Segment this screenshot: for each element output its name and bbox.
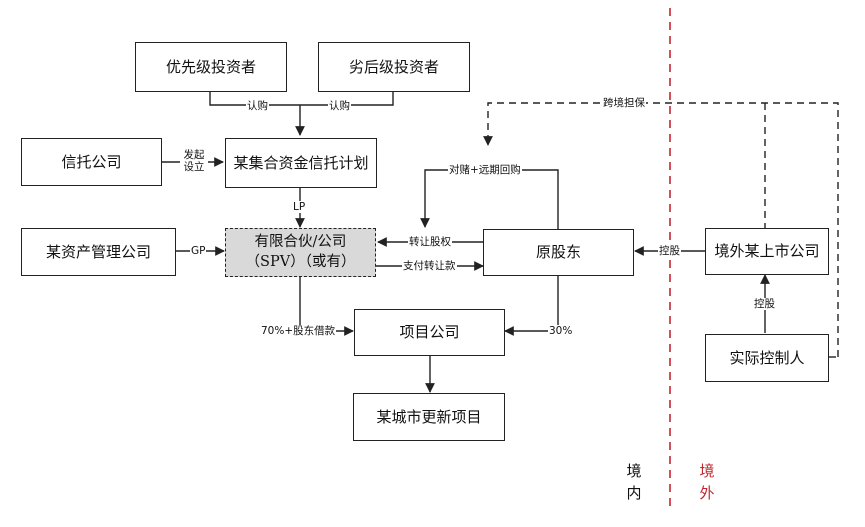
label-pct-30: 30% (548, 325, 574, 337)
node-asset-manager: 某资产管理公司 (21, 228, 176, 276)
region-overseas: 境外 (697, 460, 717, 504)
label-vam-repurchase: 对赌+远期回购 (448, 164, 522, 176)
node-priority-investor: 优先级投资者 (135, 42, 287, 92)
label-loan-70: 70%+股东借款 (260, 325, 337, 337)
region-domestic: 境内 (624, 460, 644, 504)
node-actual-controller: 实际控制人 (705, 334, 829, 382)
label-subscribe-right: 认购 (328, 100, 351, 112)
label-gp: GP (190, 245, 207, 257)
label-lp: LP (292, 201, 307, 213)
node-subordinate-investor: 劣后级投资者 (318, 42, 470, 92)
spv-line-1: 有限合伙/公司 (254, 233, 347, 250)
region-domestic-text: 境内 (626, 462, 642, 502)
edge-priority-investor (209, 92, 300, 106)
label-cross-border-guarantee: 跨境担保 (602, 97, 646, 109)
edge-cross-border-guarantee (483, 102, 839, 357)
node-original-shareholder: 原股东 (483, 229, 634, 276)
label-initiate-setup: 发起设立 (180, 149, 208, 173)
node-trust-company: 信托公司 (21, 138, 162, 186)
node-spv: 有限合伙/公司 （SPV）（或有） (225, 228, 376, 277)
label-subscribe-left: 认购 (246, 100, 269, 112)
spv-line-2: （SPV）（或有） (245, 253, 356, 270)
label-holding-left: 控股 (658, 245, 681, 257)
label-transfer-equity: 转让股权 (408, 236, 452, 248)
label-holding-bottom: 控股 (753, 298, 776, 310)
edge-vam-repurchase (420, 169, 559, 229)
edge-loan-70 (299, 276, 354, 336)
label-pay-transfer: 支付转让款 (402, 260, 457, 272)
node-overseas-listed: 境外某上市公司 (705, 228, 829, 275)
node-project-company: 项目公司 (354, 309, 505, 356)
edge-pct-30 (504, 276, 559, 336)
region-overseas-text: 境外 (699, 462, 715, 502)
node-urban-renewal: 某城市更新项目 (353, 393, 505, 441)
node-trust-plan: 某集合资金信托计划 (225, 138, 377, 188)
